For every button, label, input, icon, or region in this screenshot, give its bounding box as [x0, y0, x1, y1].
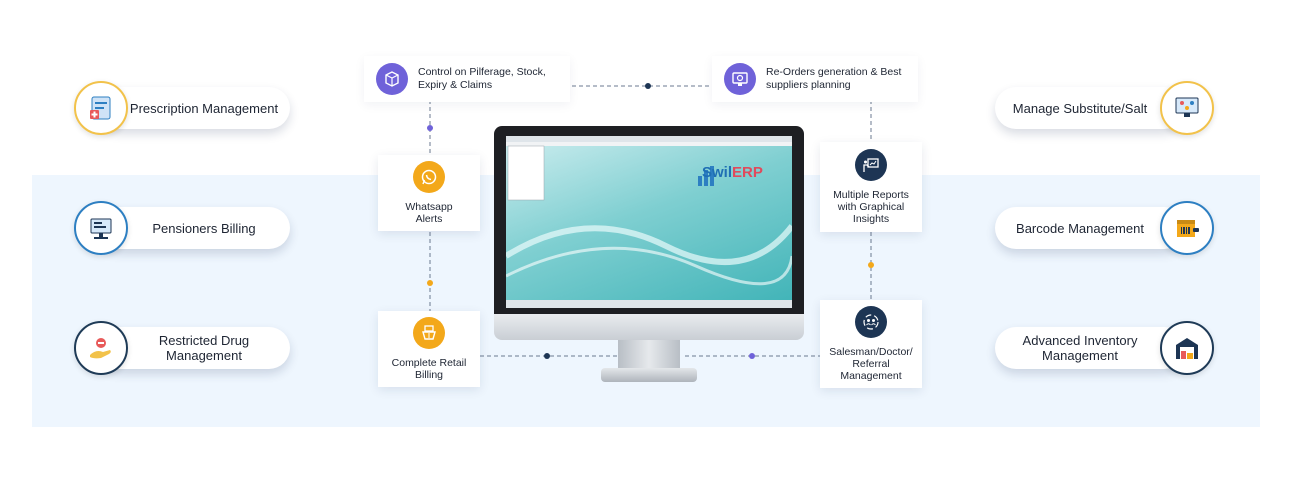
- barcode-store-icon: [1160, 201, 1214, 255]
- connector-dot: [427, 125, 433, 131]
- card-salesman-referral: Salesman/Doctor/ Referral Management: [820, 300, 922, 388]
- people-cycle-icon: [855, 306, 887, 338]
- whatsapp-icon: [413, 161, 445, 193]
- connector-dot: [749, 353, 755, 359]
- monitor-screen: SwilERP: [506, 136, 792, 308]
- presentation-icon: [855, 149, 887, 181]
- connector-dot: [544, 353, 550, 359]
- warehouse-icon: [1160, 321, 1214, 375]
- card-reorders: Re-Orders generation & Best suppliers pl…: [712, 56, 918, 102]
- prescription-icon: [74, 81, 128, 135]
- connector-dot: [868, 262, 874, 268]
- monitor-chin: [494, 314, 804, 340]
- feature-pill-barcode: Barcode Management: [995, 207, 1185, 249]
- monitor-base: [601, 368, 697, 382]
- card-whatsapp-alerts: Whatsapp Alerts: [378, 155, 480, 231]
- substitute-icon: [1160, 81, 1214, 135]
- monitor-stand: [618, 340, 680, 370]
- screen-waves: [506, 136, 792, 308]
- card-pilferage-control: Control on Pilferage, Stock, Expiry & Cl…: [364, 56, 570, 102]
- billing-desk-icon: [74, 201, 128, 255]
- box-check-icon: [376, 63, 408, 95]
- retail-basket-icon: [413, 317, 445, 349]
- feature-pill-substitute: Manage Substitute/Salt: [995, 87, 1185, 129]
- restricted-drug-icon: [74, 321, 128, 375]
- connector-dot: [645, 83, 651, 89]
- feature-pill-inventory: Advanced Inventory Management: [995, 327, 1185, 369]
- feature-pill-pensioners: Pensioners Billing: [98, 207, 290, 249]
- reorder-screen-icon: [724, 63, 756, 95]
- connector-dot: [427, 280, 433, 286]
- swilerp-logo: SwilERP: [702, 164, 763, 181]
- card-multiple-reports: Multiple Reports with Graphical Insights: [820, 142, 922, 232]
- card-retail-billing: Complete Retail Billing: [378, 311, 480, 387]
- feature-pill-restricted-drug: Restricted Drug Management: [98, 327, 290, 369]
- desktop-monitor: SwilERP: [494, 126, 804, 384]
- feature-pill-prescription: Prescription Management: [98, 87, 290, 129]
